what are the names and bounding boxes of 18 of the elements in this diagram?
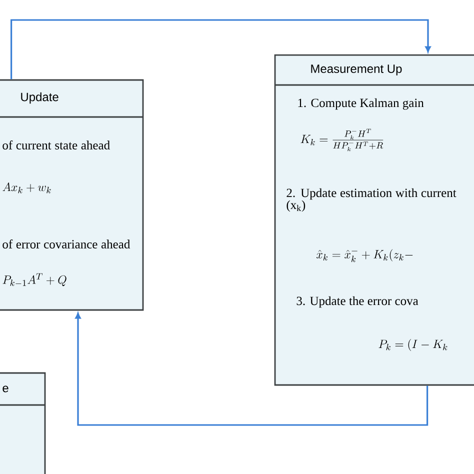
header-text: Measurement Up [311,64,402,76]
step-text: of current state ahead [2,140,110,150]
arrow [75,312,428,426]
formula: $P_{k-1}A^{T} + Q$ [2,273,66,286]
step-text: 2. Update estimation with current (x$_{k}$) [286,188,456,212]
formula: $P_{k} = (I - K_{k}$ [378,339,448,352]
formula: $\hat{x}_{k} = \hat{x}_{k}^{-} + K_{k}(z_{k} -$ [316,249,413,262]
formula: $K_{k} = \frac{P_{k}^{-}H^{T}}{HP_{k}^{-}H^{T} + R}$ [300,128,384,152]
header-text: Update [21,92,58,104]
panel-box [274,54,474,386]
step-text: of error covariance ahead [2,240,130,248]
step-text: 3. Update the error cova [296,296,418,308]
panel-box [0,372,46,474]
header-text: e [2,386,8,392]
panel-box [0,79,144,311]
arrow [10,19,431,80]
formula: $Ax_{k} + w_{k}$ [2,182,51,194]
step-text: 1. Compute Kalman gain [298,98,424,110]
